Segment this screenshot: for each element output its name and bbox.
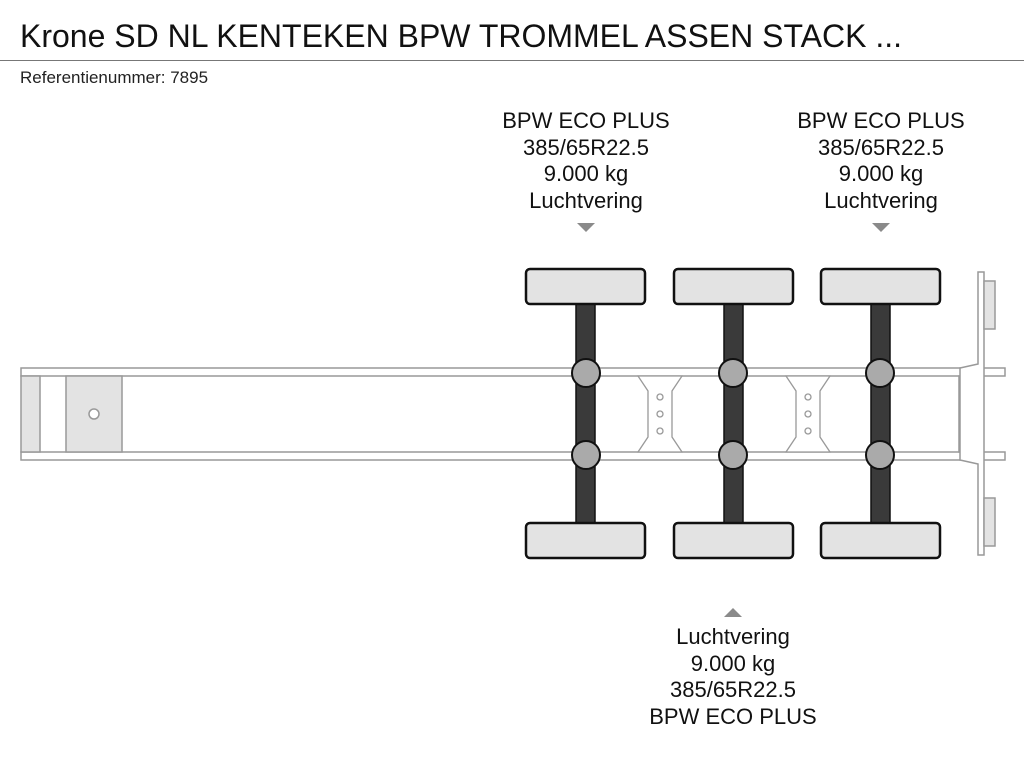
- axle-3-lower-hub: [865, 440, 895, 470]
- axle-1: [524, 223, 647, 560]
- reference-number: Referentienummer: 7895: [20, 68, 209, 87]
- rear-underrun-bar: [959, 271, 985, 556]
- trailer-front-end: [20, 375, 123, 453]
- axle-2-left-wheel: [672, 267, 795, 306]
- trailer-rear-end: [958, 271, 996, 556]
- axle-3-beam: [870, 299, 891, 526]
- lower-rear-light: [983, 497, 996, 547]
- axle-2-suspension: Luchtvering: [676, 624, 790, 649]
- axle-2-tire: 385/65R22.5: [670, 677, 796, 702]
- axle-3-left-wheel: [819, 267, 942, 306]
- axle-1-right-wheel: [524, 521, 647, 560]
- axle-3-tire: 385/65R22.5: [818, 134, 944, 160]
- axle-3-suspension: Luchtvering: [824, 187, 938, 213]
- cross-member-1: [636, 375, 684, 453]
- title-divider: [0, 60, 1024, 61]
- chassis-frame: [20, 367, 1006, 461]
- axle-1-marker-down: [577, 223, 595, 232]
- axle-1-beam: [575, 299, 596, 526]
- axle-2-label: Luchtvering 9.000 kg 385/65R22.5 BPW ECO…: [623, 624, 843, 730]
- page-title: Krone SD NL KENTEKEN BPW TROMMEL ASSEN S…: [20, 18, 902, 54]
- upper-rear-light: [983, 280, 996, 330]
- axle-1-lower-hub: [571, 440, 601, 470]
- kingpin: [88, 408, 100, 420]
- axle-3-right-wheel: [819, 521, 942, 560]
- lower-frame-rail: [20, 451, 1006, 461]
- axle-1-upper-hub: [571, 358, 601, 388]
- cross-member-2: [784, 375, 832, 453]
- axle-2-upper-hub: [718, 358, 748, 388]
- axle-3-label: BPW ECO PLUS 385/65R22.5 9.000 kg Luchtv…: [771, 108, 991, 214]
- axle-2-beam: [723, 299, 744, 526]
- kingpin-plate: [65, 375, 123, 453]
- axle-2-brand: BPW ECO PLUS: [649, 703, 817, 729]
- axle-1-label: BPW ECO PLUS 385/65R22.5 9.000 kg Luchtv…: [476, 108, 696, 214]
- axle-2-marker-up: [724, 608, 742, 617]
- axle-3-marker-down: [872, 223, 890, 232]
- axle-3-upper-hub: [865, 358, 895, 388]
- axle-2: [672, 267, 795, 617]
- axle-3-load: 9.000 kg: [838, 161, 924, 186]
- axle-3: [819, 223, 942, 560]
- axle-1-suspension: Luchtvering: [529, 187, 643, 213]
- axle-2-lower-hub: [718, 440, 748, 470]
- axle-2-right-wheel: [672, 521, 795, 560]
- axle-2-load: 9.000 kg: [690, 650, 776, 676]
- front-bumper: [20, 375, 41, 453]
- axle-1-brand: BPW ECO PLUS: [502, 108, 670, 133]
- upper-frame-rail: [20, 367, 1006, 377]
- axle-1-tire: 385/65R22.5: [523, 134, 649, 160]
- axle-1-load: 9.000 kg: [543, 161, 629, 186]
- axle-1-left-wheel: [524, 267, 647, 306]
- axle-3-brand: BPW ECO PLUS: [797, 108, 965, 133]
